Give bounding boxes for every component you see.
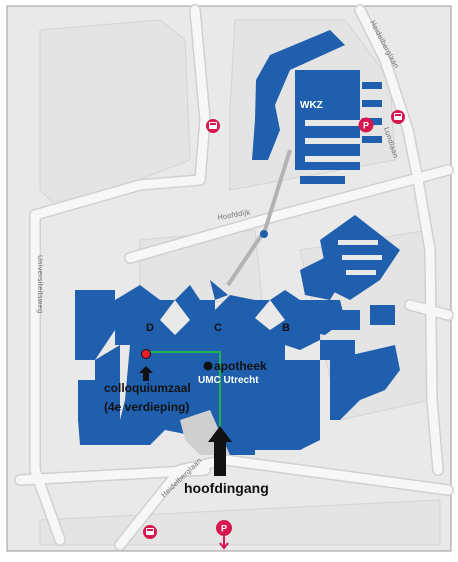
colloquiumzaal-floor-label: (4e verdieping): [104, 400, 189, 414]
umc-label: UMC Utrecht: [198, 375, 259, 386]
parking-marker-north[interactable]: P: [358, 117, 374, 133]
bus-stop-icon[interactable]: [143, 525, 157, 539]
apotheek-label: apotheek: [214, 359, 267, 373]
bus-stop-icon[interactable]: [391, 110, 405, 124]
parking-marker-label: P: [221, 524, 227, 534]
destination-marker[interactable]: [141, 349, 151, 359]
arrow-down-icon: [219, 536, 229, 550]
wkz-courts: [305, 120, 360, 162]
bus-stop-icon[interactable]: [206, 119, 220, 133]
route-line: [146, 351, 221, 440]
parking-marker-label: P: [363, 121, 369, 131]
wing-label-c: C: [214, 322, 222, 334]
hoofdingang-label: hoofdingang: [184, 480, 269, 496]
roads: [14, 4, 454, 551]
apotheek-marker[interactable]: [203, 361, 213, 371]
arrow-up-icon: [139, 366, 153, 381]
walkway: [226, 149, 292, 287]
wing-label-b: B: [282, 322, 290, 334]
entrance-arrow-icon: [208, 426, 232, 476]
umc-courts: [160, 240, 382, 335]
wing-label-d: D: [146, 322, 154, 334]
parking-marker-south[interactable]: P: [216, 520, 232, 550]
walkway-node: [260, 230, 268, 238]
wkz-label: WKZ: [300, 100, 323, 111]
road-label-universiteitsweg: Universiteitsweg: [36, 255, 44, 313]
colloquiumzaal-label: colloquiumzaal: [104, 381, 191, 395]
